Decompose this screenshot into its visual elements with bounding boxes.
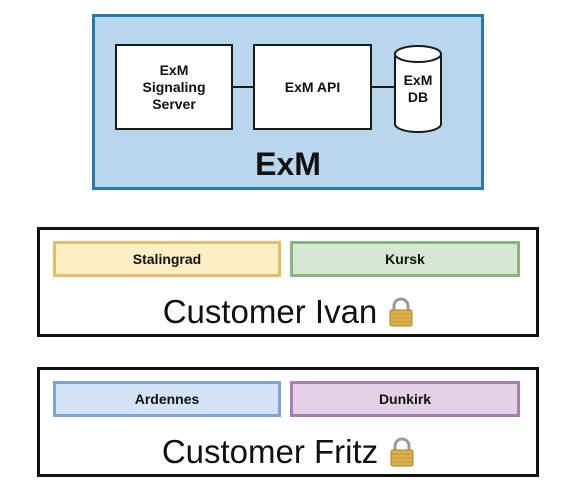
region-label: Stalingrad (132, 251, 202, 267)
database-cylinder (394, 45, 442, 133)
region-ardennes: Ardennes (53, 381, 281, 417)
api-label: ExM API (284, 78, 341, 95)
lock-icon (389, 297, 413, 327)
api-box: ExM API (253, 44, 372, 130)
lock-icon (390, 437, 414, 467)
db-label: ExM DB (403, 72, 433, 105)
exm-title: ExM (255, 146, 321, 182)
region-dunkirk: Dunkirk (290, 381, 520, 417)
signaling-server-label: ExM Signaling Server (142, 61, 206, 112)
signaling-api-connector (233, 86, 253, 88)
customer-fritz-title: Customer Fritz (37, 432, 539, 472)
region-kursk: Kursk (290, 241, 520, 277)
api-db-connector (372, 86, 394, 88)
region-label: Ardennes (134, 391, 200, 407)
customer-name: Customer Fritz (161, 433, 379, 470)
customer-name: Customer Ivan (162, 293, 378, 330)
customer-ivan-title: Customer Ivan (37, 292, 539, 332)
region-label: Kursk (385, 251, 425, 267)
region-label: Dunkirk (378, 391, 432, 407)
signaling-server-box: ExM Signaling Server (115, 44, 233, 130)
region-stalingrad: Stalingrad (53, 241, 281, 277)
